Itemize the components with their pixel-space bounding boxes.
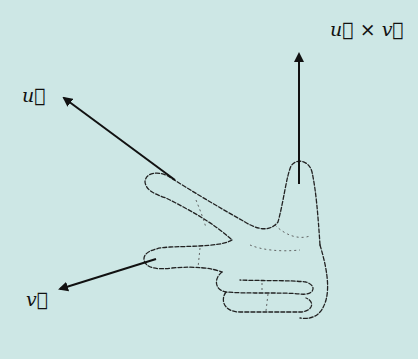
thumb-index-outline bbox=[145, 161, 320, 245]
cross-product-arrow bbox=[298, 54, 300, 184]
ring-finger-outline bbox=[216, 272, 313, 294]
crease bbox=[262, 283, 263, 292]
palm-outline bbox=[300, 245, 328, 318]
vector-arrows bbox=[60, 54, 299, 289]
crease bbox=[266, 294, 268, 311]
crease bbox=[198, 248, 200, 268]
u-arrow bbox=[64, 98, 175, 180]
little-finger-outline bbox=[223, 292, 311, 312]
hand-sketch bbox=[144, 161, 328, 318]
vector-label: u⃗ bbox=[22, 84, 46, 107]
crease bbox=[275, 225, 310, 237]
middle-finger-outline bbox=[144, 240, 232, 272]
v-arrow bbox=[60, 259, 156, 289]
hand-creases bbox=[196, 200, 310, 311]
crease bbox=[196, 200, 206, 228]
crease bbox=[250, 245, 300, 251]
vector-label: v⃗ bbox=[26, 288, 48, 311]
cross-product-label: u⃗ × v⃗ bbox=[330, 18, 404, 41]
